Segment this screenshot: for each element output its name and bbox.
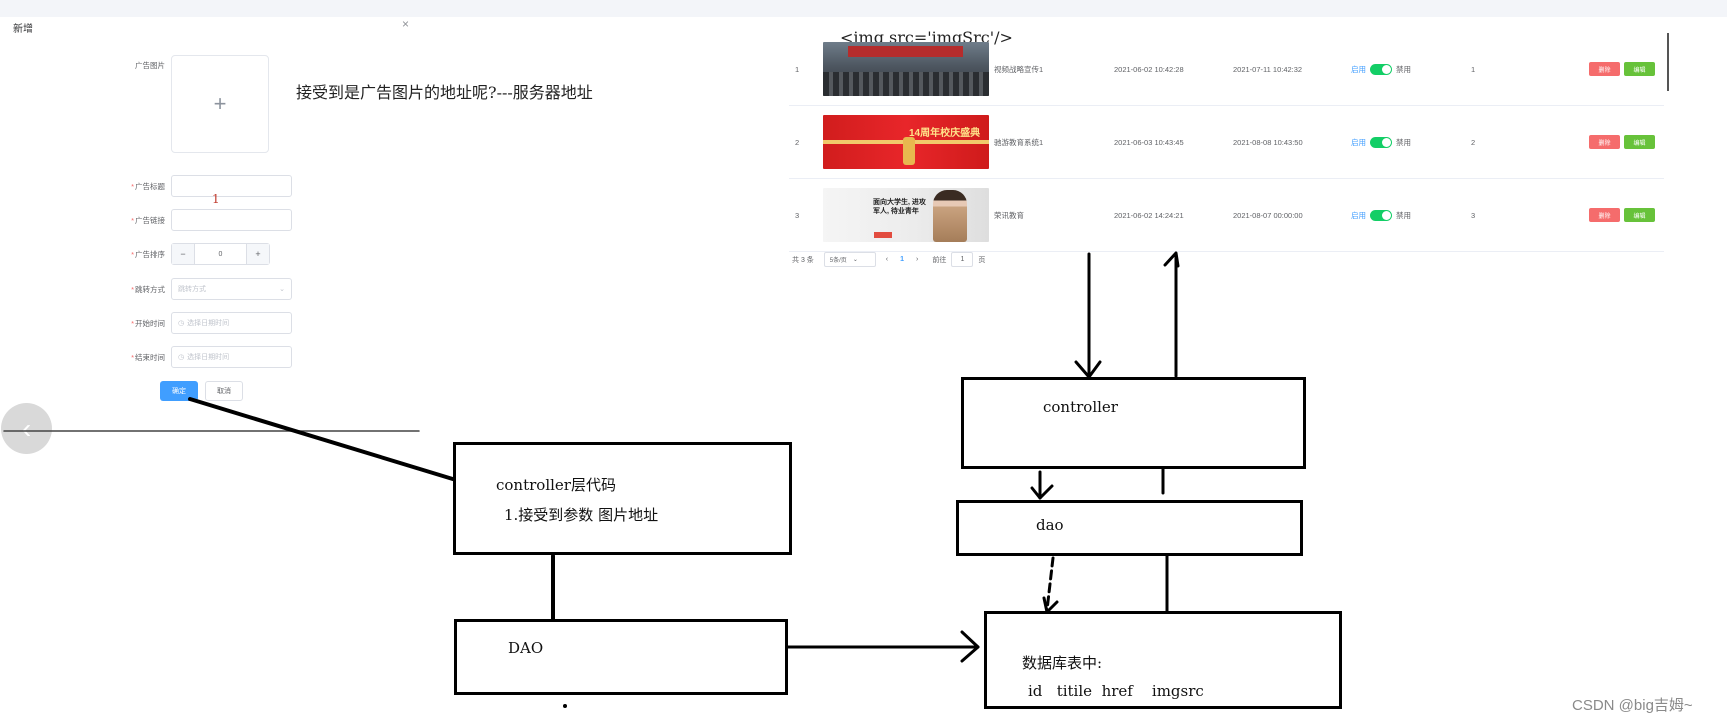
row-name: 驰游教育系统1 bbox=[994, 137, 1044, 147]
pagination: 共 3 条 5条/页⌄ ‹ 1 › 前往 1 页 bbox=[792, 252, 985, 267]
status-switch[interactable]: 启用禁用 bbox=[1351, 136, 1411, 148]
handwritten-mark: 1 bbox=[212, 192, 220, 206]
table-scrollbar[interactable] bbox=[1667, 33, 1669, 91]
controller-right-box: controller bbox=[961, 377, 1306, 469]
ad-thumbnail bbox=[823, 42, 989, 96]
dao-right-label: dao bbox=[1036, 516, 1064, 534]
delete-button[interactable]: 删除 bbox=[1589, 208, 1620, 222]
row-id: 2 bbox=[795, 137, 800, 147]
dao-to-db-right-line bbox=[1045, 556, 1055, 612]
prev-page-icon[interactable]: ‹ bbox=[885, 256, 889, 263]
delete-button[interactable]: 删除 bbox=[1589, 135, 1620, 149]
row-start: 2021-06-02 10:42:28 bbox=[1114, 64, 1184, 74]
plus-icon: + bbox=[213, 91, 227, 116]
edit-button[interactable]: 编辑 bbox=[1624, 208, 1655, 222]
ad-link-input[interactable] bbox=[171, 209, 292, 231]
pager-total: 共 3 条 bbox=[792, 256, 814, 264]
label-ad-image: 广告图片 bbox=[135, 61, 165, 70]
status-switch[interactable]: 启用禁用 bbox=[1351, 209, 1411, 221]
end-time-picker[interactable]: ◷选择日期时间 bbox=[171, 346, 292, 368]
ad-thumbnail: 14周年校庆盛典 bbox=[823, 115, 989, 169]
clock-icon: ◷ bbox=[178, 320, 185, 327]
chevron-down-icon: ⌄ bbox=[852, 257, 858, 263]
controller-code-step: 1.接受到参数 图片地址 bbox=[504, 506, 659, 524]
toggle-switch[interactable] bbox=[1370, 136, 1392, 148]
row-start: 2021-06-02 14:24:21 bbox=[1114, 210, 1184, 220]
ad-title-input[interactable] bbox=[171, 175, 292, 197]
dialog-title: 新增 bbox=[13, 24, 33, 35]
table-row: 1 视频战略宣传1 2021-06-02 10:42:28 2021-07-11… bbox=[789, 33, 1664, 106]
sort-value[interactable]: 0 bbox=[218, 250, 223, 258]
next-page-icon[interactable]: › bbox=[916, 256, 919, 263]
label-jump-mode: *跳转方式 bbox=[131, 285, 165, 294]
jump-mode-placeholder: 跳转方式 bbox=[178, 286, 206, 293]
watermark: CSDN @big吉姆~ bbox=[1572, 697, 1693, 714]
database-table-box: 数据库表中: id titile href imgsrc bbox=[984, 611, 1342, 709]
row-name: 荣讯教育 bbox=[994, 210, 1024, 220]
table-row: 3 面向大学生, 进攻军人, 待业青年 荣讯教育 2021-06-02 14:2… bbox=[789, 179, 1664, 252]
dao-left-box: DAO bbox=[454, 619, 788, 695]
clock-icon: ◷ bbox=[178, 354, 185, 361]
row-end: 2021-07-11 10:42:32 bbox=[1233, 64, 1303, 74]
row-sort: 1 bbox=[1471, 64, 1476, 74]
page-size-select[interactable]: 5条/页⌄ bbox=[823, 252, 876, 267]
row-id: 3 bbox=[795, 210, 800, 220]
dot-mark bbox=[563, 704, 567, 708]
confirm-to-controller-line bbox=[188, 397, 458, 482]
annotation-note: 接受到是广告图片的地址呢?---服务器地址 bbox=[296, 83, 593, 102]
chevron-down-icon: ⌄ bbox=[279, 286, 285, 293]
minus-icon[interactable]: − bbox=[172, 244, 195, 264]
dao-left-label: DAO bbox=[508, 639, 544, 657]
toggle-switch[interactable] bbox=[1370, 209, 1392, 221]
page-unit: 页 bbox=[978, 256, 986, 264]
toggle-switch[interactable] bbox=[1370, 63, 1392, 75]
delete-button[interactable]: 删除 bbox=[1589, 62, 1620, 76]
db-columns: id titile href imgsrc bbox=[1028, 682, 1204, 700]
row-end: 2021-08-07 00:00:00 bbox=[1233, 210, 1303, 220]
controller-to-dao-right-arrowhead bbox=[1030, 484, 1054, 500]
row-sort: 2 bbox=[1471, 137, 1476, 147]
label-ad-sort: *广告排序 bbox=[131, 250, 165, 259]
row-sort: 3 bbox=[1471, 210, 1476, 220]
label-ad-link: *广告链接 bbox=[131, 216, 165, 225]
image-upload-box[interactable]: + bbox=[171, 55, 269, 153]
cancel-button[interactable]: 取消 bbox=[205, 381, 243, 401]
confirm-button[interactable]: 确定 bbox=[160, 381, 198, 401]
label-ad-title: *广告标题 bbox=[131, 182, 165, 191]
close-icon[interactable]: × bbox=[402, 17, 410, 31]
label-start-time: *开始时间 bbox=[131, 319, 165, 328]
jump-mode-select[interactable]: 跳转方式 ⌄ bbox=[171, 278, 292, 300]
db-title: 数据库表中: bbox=[1022, 654, 1103, 672]
ad-sort-stepper[interactable]: − 0 + bbox=[171, 243, 270, 265]
plus-icon[interactable]: + bbox=[246, 244, 269, 264]
row-name: 视频战略宣传1 bbox=[994, 64, 1044, 74]
row-end: 2021-08-08 10:43:50 bbox=[1233, 137, 1303, 147]
goto-page-input[interactable]: 1 bbox=[951, 252, 974, 267]
dao-to-db-right-arrowhead bbox=[1042, 596, 1059, 614]
ad-thumbnail: 面向大学生, 进攻军人, 待业青年 bbox=[823, 188, 989, 242]
start-time-picker[interactable]: ◷选择日期时间 bbox=[171, 312, 292, 334]
back-arrow-icon[interactable]: ‹ bbox=[1, 403, 52, 454]
row-start: 2021-06-03 10:43:45 bbox=[1114, 137, 1184, 147]
table-row: 2 14周年校庆盛典 驰游教育系统1 2021-06-03 10:43:45 2… bbox=[789, 106, 1664, 179]
row-id: 1 bbox=[795, 64, 800, 74]
label-end-time: *结束时间 bbox=[131, 353, 165, 362]
controller-right-label: controller bbox=[1043, 398, 1118, 416]
goto-label: 前往 bbox=[932, 256, 947, 264]
controller-code-box: controller层代码 1.接受到参数 图片地址 bbox=[453, 442, 792, 555]
edit-button[interactable]: 编辑 bbox=[1624, 62, 1655, 76]
current-page[interactable]: 1 bbox=[900, 256, 905, 263]
dao-to-db-arrowhead bbox=[960, 630, 980, 663]
status-switch[interactable]: 启用禁用 bbox=[1351, 63, 1411, 75]
top-bar bbox=[0, 0, 1727, 17]
controller-to-table-arrowhead bbox=[1163, 251, 1180, 268]
controller-code-title: controller层代码 bbox=[496, 476, 616, 494]
dao-right-box: dao bbox=[956, 500, 1303, 556]
edit-button[interactable]: 编辑 bbox=[1624, 135, 1655, 149]
ad-table: 1 视频战略宣传1 2021-06-02 10:42:28 2021-07-11… bbox=[789, 33, 1664, 252]
